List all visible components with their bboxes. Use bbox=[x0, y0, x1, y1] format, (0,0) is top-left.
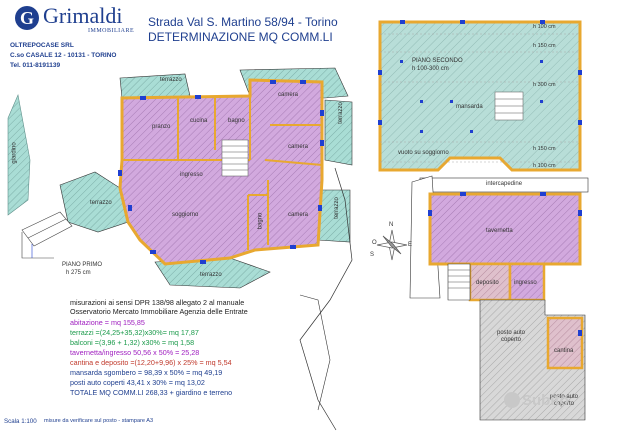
terrace-top-left: terrazzo bbox=[160, 77, 182, 83]
upper-floor-plan bbox=[378, 20, 582, 172]
document-title: DETERMINAZIONE MQ COMM.LI bbox=[148, 30, 333, 44]
void-label: vuoto su soggiorno bbox=[398, 150, 449, 156]
room-bagno-2: bagno bbox=[257, 212, 264, 230]
measurement-line: posti auto coperti 43,41 x 30% = mq 13,0… bbox=[70, 378, 205, 387]
agency-address: C.so CASALE 12 - 10131 - TORINO bbox=[10, 52, 117, 59]
compass-s: S bbox=[370, 252, 375, 258]
property-address: Strada Val S. Martino 58/94 - Torino bbox=[148, 15, 338, 29]
room-ingresso-basement: ingresso bbox=[514, 280, 537, 286]
room-soggiorno: soggiorno bbox=[172, 212, 199, 218]
measurement-heading-2: Osservatorio Mercato Immobiliare Agenzia… bbox=[70, 307, 248, 316]
height-label-5: h 100 cm bbox=[533, 163, 556, 169]
measurement-line: cantina e deposito =(12,20+9,96) x 25% =… bbox=[70, 358, 232, 367]
agency-name: OLTREPOCASE SRL bbox=[10, 42, 74, 49]
measurement-line: balconi =(3,96 + 1,32) x30% = mq 1,58 bbox=[70, 338, 195, 347]
scale-label: Scala 1:100 bbox=[4, 418, 37, 425]
ground-floor-plan bbox=[7, 67, 353, 431]
upper-floor-label: PIANO SECONDO bbox=[412, 58, 463, 64]
print-note: misure da verificare sul posto - stampar… bbox=[44, 418, 154, 424]
compass-e: E bbox=[408, 242, 413, 248]
terrace-right-lower: terrazzo bbox=[333, 197, 340, 219]
ground-floor-height: h 275 cm bbox=[66, 270, 91, 276]
room-camera-1: camera bbox=[278, 92, 299, 98]
room-cantina: cantina bbox=[554, 348, 574, 354]
upper-floor-height: h 100-300 cm bbox=[412, 66, 449, 72]
covered-parking-2: posto auto coperto bbox=[549, 394, 579, 407]
compass-rose bbox=[376, 229, 408, 261]
measurement-line: abitazione = mq 155,85 bbox=[70, 318, 145, 327]
terrace-left: terrazzo bbox=[90, 200, 112, 206]
terrace-right-upper: terrazzo bbox=[337, 102, 344, 124]
measurement-line: tavernetta/ingresso 50,56 x 50% = 25,28 bbox=[70, 348, 200, 357]
intercapedine-label: intercapedine bbox=[486, 181, 523, 187]
garden-label: giardino bbox=[11, 142, 18, 164]
room-cucina: cucina bbox=[190, 118, 208, 124]
room-mansarda: mansarda bbox=[456, 104, 483, 110]
agency-phone: Tel. 011-8191139 bbox=[10, 62, 61, 69]
ground-floor-label: PIANO PRIMO bbox=[62, 262, 103, 268]
brand-name: Grimaldi bbox=[43, 3, 123, 28]
brand-subtitle: IMMOBILIARE bbox=[88, 28, 135, 34]
height-label-4: h 150 cm bbox=[533, 146, 556, 152]
compass-n: N bbox=[389, 222, 394, 228]
logo-mark: G bbox=[15, 6, 39, 30]
compass-w: O bbox=[372, 240, 377, 246]
height-label-3: h 300 cm bbox=[533, 82, 556, 88]
covered-parking-1: posto auto coperto bbox=[496, 330, 526, 343]
basement-plan bbox=[409, 175, 589, 421]
room-ingresso: ingresso bbox=[180, 172, 203, 178]
height-label-1: h 100 cm bbox=[533, 24, 556, 30]
measurement-line: terrazzi =(24,25+35,32)x30%= mq 17,87 bbox=[70, 328, 199, 337]
room-bagno: bagno bbox=[228, 118, 245, 124]
height-label-2: h 150 cm bbox=[533, 43, 556, 49]
terrace-bottom: terrazzo bbox=[200, 272, 222, 278]
room-tavernetta: tavernetta bbox=[486, 228, 513, 234]
room-camera-2: camera bbox=[288, 144, 309, 150]
room-deposito: deposito bbox=[476, 280, 499, 286]
room-camera-3: camera bbox=[288, 212, 309, 218]
measurement-heading-1: misurazioni ai sensi DPR 138/98 allegato… bbox=[70, 298, 245, 307]
room-pranzo: pranzo bbox=[152, 124, 171, 130]
watermark-icon bbox=[504, 392, 520, 408]
measurement-line: mansarda sgombero = 98,39 x 50% = mq 49,… bbox=[70, 368, 223, 377]
measurement-total: TOTALE MQ COMM.LI 268,33 + giardino e te… bbox=[70, 388, 233, 397]
watermark: Subito bbox=[522, 392, 569, 409]
